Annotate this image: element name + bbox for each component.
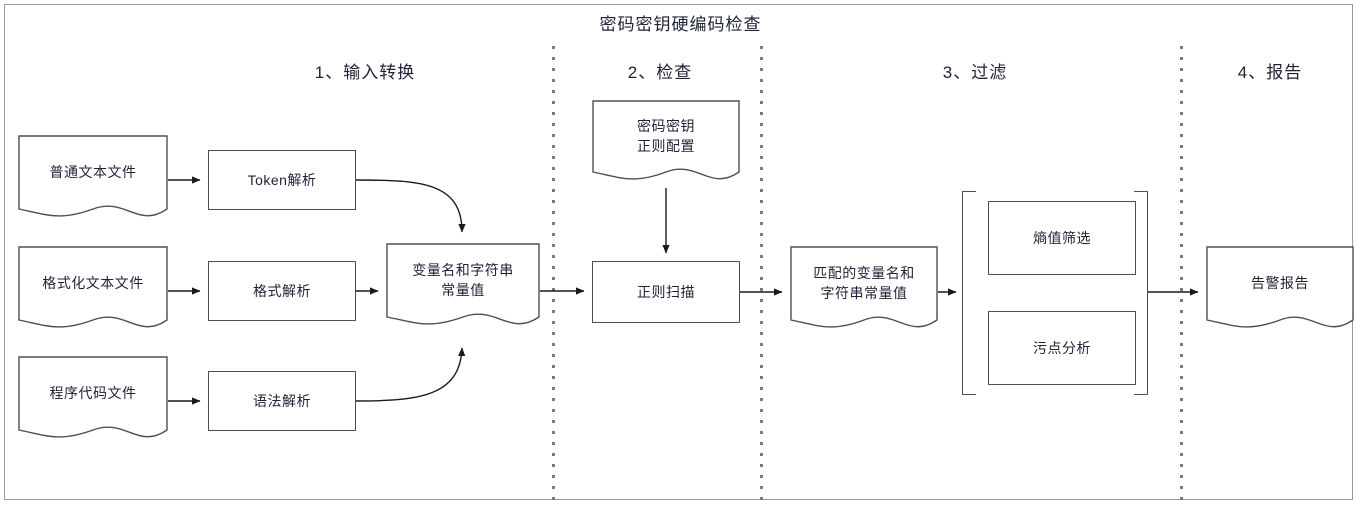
node-token-parse[interactable]: Token解析 bbox=[208, 150, 356, 210]
node-label: 语法解析 bbox=[253, 393, 311, 409]
node-regex-config[interactable]: 密码密钥 正则配置 bbox=[592, 100, 740, 185]
node-source-code-file[interactable]: 程序代码文件 bbox=[18, 356, 168, 444]
node-label: 污点分析 bbox=[1033, 340, 1091, 356]
filter-group-bracket-left bbox=[962, 191, 976, 395]
node-formatted-text-file[interactable]: 格式化文本文件 bbox=[18, 246, 168, 334]
node-alert-report[interactable]: 告警报告 bbox=[1206, 246, 1354, 334]
node-format-parse[interactable]: 格式解析 bbox=[208, 261, 356, 321]
document-shape-icon bbox=[18, 246, 168, 328]
phase-label-1: 1、输入转换 bbox=[314, 63, 416, 82]
document-shape-icon bbox=[1206, 246, 1354, 328]
phase-label-3: 3、过滤 bbox=[942, 63, 1008, 82]
node-label: 格式解析 bbox=[253, 283, 311, 299]
node-regex-scan[interactable]: 正则扫描 bbox=[592, 261, 740, 323]
node-label: Token解析 bbox=[247, 172, 317, 188]
node-label: 正则扫描 bbox=[637, 284, 695, 300]
document-shape-icon bbox=[592, 100, 740, 180]
phase-label-2: 2、检查 bbox=[627, 63, 693, 82]
phase-divider-1 bbox=[552, 46, 555, 501]
phase-divider-2 bbox=[760, 46, 763, 501]
document-shape-icon bbox=[790, 246, 938, 328]
document-shape-icon bbox=[18, 356, 168, 438]
node-label: 熵值筛选 bbox=[1033, 230, 1091, 246]
node-plain-text-file[interactable]: 普通文本文件 bbox=[18, 135, 168, 223]
document-shape-icon bbox=[18, 135, 168, 217]
phase-divider-3 bbox=[1180, 46, 1183, 501]
node-matched-variable-and-string[interactable]: 匹配的变量名和 字符串常量值 bbox=[790, 246, 938, 334]
node-taint-analysis[interactable]: 污点分析 bbox=[988, 311, 1136, 385]
node-entropy-filter[interactable]: 熵值筛选 bbox=[988, 201, 1136, 275]
diagram-title: 密码密钥硬编码检查 bbox=[599, 15, 762, 34]
phase-label-4: 4、报告 bbox=[1237, 63, 1303, 82]
node-syntax-parse[interactable]: 语法解析 bbox=[208, 371, 356, 431]
document-shape-icon bbox=[386, 243, 540, 325]
node-variable-and-string-constant[interactable]: 变量名和字符串 常量值 bbox=[386, 243, 540, 331]
filter-group-bracket-right bbox=[1134, 191, 1148, 395]
